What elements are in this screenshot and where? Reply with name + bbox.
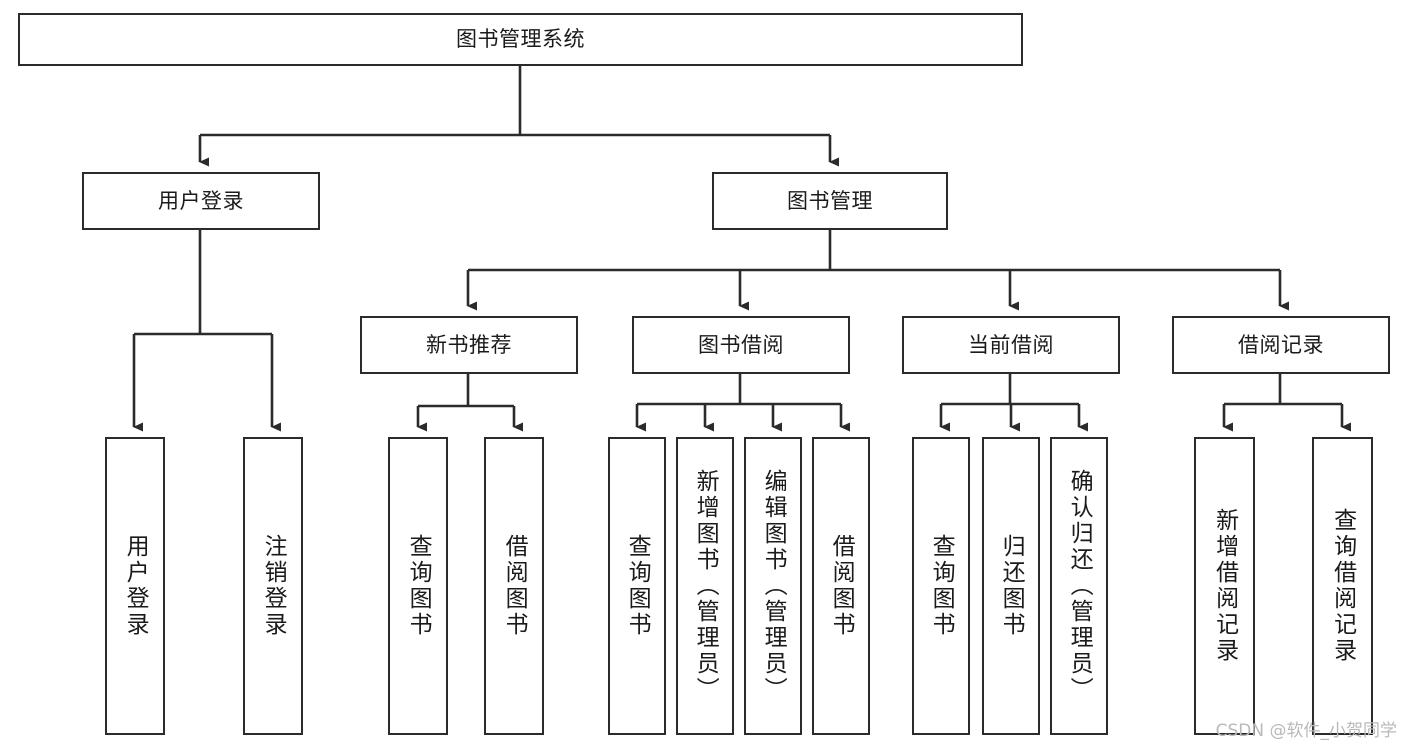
- node-book-borrow-label: 图书借阅: [698, 332, 784, 357]
- node-leaf-borrow-book-label: 借阅图书: [828, 534, 855, 638]
- node-book-management[interactable]: 图书管理: [712, 172, 948, 230]
- node-leaf-user-logout-label: 注销登录: [260, 534, 287, 638]
- node-book-management-label: 图书管理: [787, 188, 873, 213]
- node-leaf-add-book-admin-label: 新增图书（管理员）: [692, 469, 719, 703]
- node-leaf-confirm-return-admin[interactable]: 确认归还（管理员）: [1050, 437, 1108, 735]
- node-leaf-query-borrow-record-label: 查询借阅记录: [1329, 508, 1356, 664]
- node-leaf-edit-book-admin-label: 编辑图书（管理员）: [760, 469, 787, 703]
- node-root-label: 图书管理系统: [456, 27, 585, 52]
- node-leaf-user-login-label: 用户登录: [122, 534, 149, 638]
- node-current-borrow[interactable]: 当前借阅: [902, 316, 1120, 374]
- node-borrow-records-label: 借阅记录: [1238, 332, 1324, 357]
- node-leaf-return-book-label: 归还图书: [998, 534, 1025, 638]
- node-leaf-user-logout[interactable]: 注销登录: [243, 437, 303, 735]
- node-new-book-recommend[interactable]: 新书推荐: [360, 316, 578, 374]
- node-book-borrow[interactable]: 图书借阅: [632, 316, 850, 374]
- node-leaf-query-books-current[interactable]: 查询图书: [912, 437, 970, 735]
- node-user-login-label: 用户登录: [158, 188, 244, 213]
- node-leaf-query-books-current-label: 查询图书: [928, 534, 955, 638]
- node-root[interactable]: 图书管理系统: [18, 13, 1023, 66]
- node-leaf-edit-book-admin[interactable]: 编辑图书（管理员）: [744, 437, 802, 735]
- node-leaf-user-login[interactable]: 用户登录: [105, 437, 165, 735]
- node-leaf-query-books-borrow-label: 查询图书: [624, 534, 651, 638]
- node-leaf-query-books-recommend-label: 查询图书: [405, 534, 432, 638]
- node-leaf-query-books-recommend[interactable]: 查询图书: [388, 437, 448, 735]
- node-leaf-query-books-borrow[interactable]: 查询图书: [608, 437, 666, 735]
- node-leaf-borrow-book[interactable]: 借阅图书: [812, 437, 870, 735]
- node-leaf-confirm-return-admin-label: 确认归还（管理员）: [1066, 469, 1093, 703]
- node-leaf-add-borrow-record-label: 新增借阅记录: [1211, 508, 1238, 664]
- node-leaf-add-borrow-record[interactable]: 新增借阅记录: [1194, 437, 1255, 735]
- node-borrow-records[interactable]: 借阅记录: [1172, 316, 1390, 374]
- node-leaf-borrow-books-recommend[interactable]: 借阅图书: [484, 437, 544, 735]
- node-leaf-query-borrow-record[interactable]: 查询借阅记录: [1312, 437, 1373, 735]
- node-user-login[interactable]: 用户登录: [82, 172, 320, 230]
- node-new-book-recommend-label: 新书推荐: [426, 332, 512, 357]
- node-leaf-add-book-admin[interactable]: 新增图书（管理员）: [676, 437, 734, 735]
- node-leaf-borrow-books-recommend-label: 借阅图书: [501, 534, 528, 638]
- node-leaf-return-book[interactable]: 归还图书: [982, 437, 1040, 735]
- node-current-borrow-label: 当前借阅: [968, 332, 1054, 357]
